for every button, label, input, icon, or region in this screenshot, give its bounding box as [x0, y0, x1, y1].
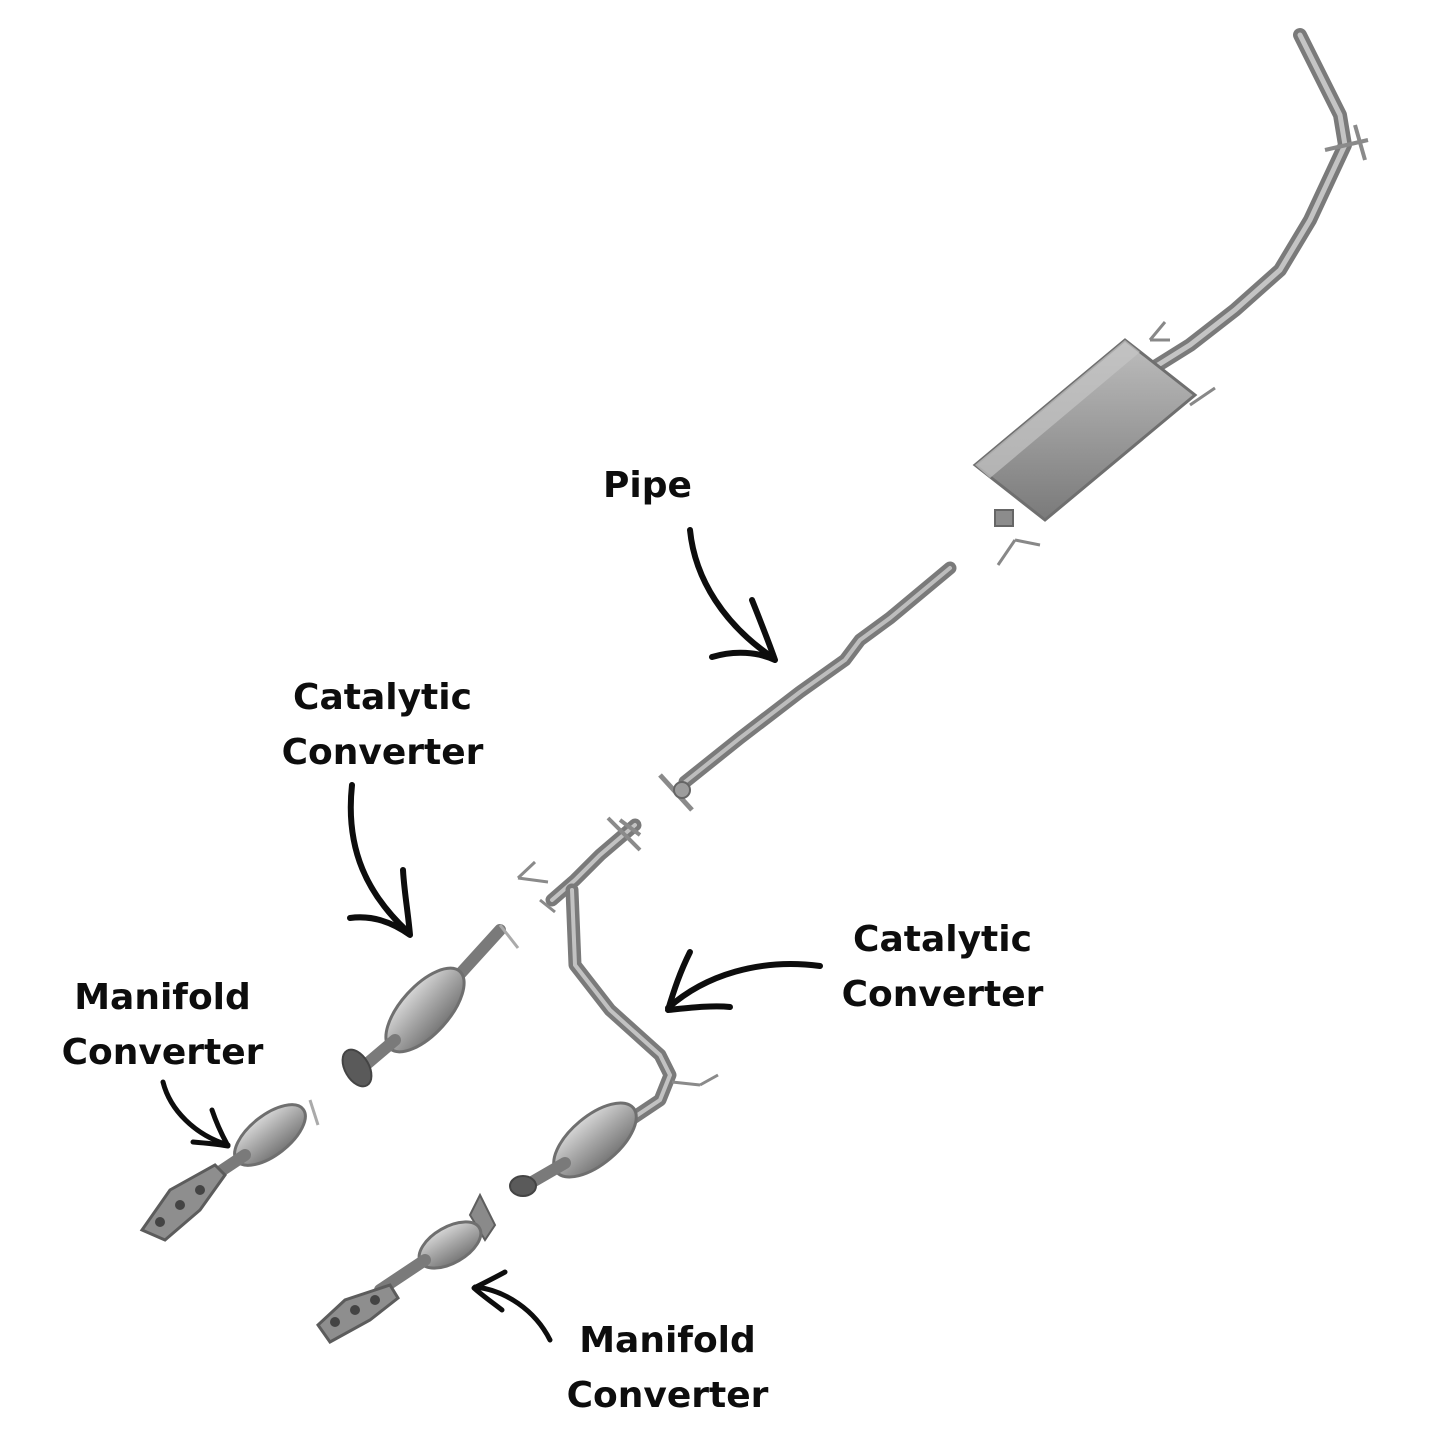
label-manifold-left-line1: Manifold — [74, 977, 251, 1018]
catalytic-converter-upper — [341, 924, 520, 1088]
y-pipe — [516, 816, 719, 1137]
arrow-manifold-bottom — [471, 1269, 553, 1343]
label-pipe: Pipe — [590, 458, 705, 513]
label-catalytic-converter-upper: Catalytic Converter — [270, 670, 495, 780]
label-pipe-line1: Pipe — [603, 465, 692, 506]
label-manifold-converter-bottom: Manifold Converter — [555, 1313, 780, 1423]
label-catalytic-right-line2: Converter — [841, 974, 1044, 1015]
arrow-catalytic-upper — [347, 782, 413, 938]
muffler — [972, 321, 1216, 566]
intermediate-pipe — [658, 561, 957, 812]
catalytic-converter-right — [509, 1101, 638, 1197]
label-manifold-left-line2: Converter — [61, 1032, 264, 1073]
label-catalytic-converter-right: Catalytic Converter — [830, 912, 1055, 1022]
label-manifold-converter-left: Manifold Converter — [50, 970, 275, 1080]
manifold-converter-left — [139, 1099, 320, 1242]
label-catalytic-upper-line1: Catalytic — [293, 677, 472, 718]
arrow-manifold-left — [160, 1079, 231, 1149]
arrow-pipe — [687, 527, 778, 663]
label-manifold-bottom-line1: Manifold — [579, 1320, 756, 1361]
arrow-catalytic-right — [665, 949, 823, 1013]
manifold-converter-bottom — [316, 1192, 497, 1344]
label-manifold-bottom-line2: Converter — [566, 1375, 769, 1416]
label-catalytic-right-line1: Catalytic — [853, 919, 1032, 960]
tailpipe — [1143, 28, 1369, 377]
label-catalytic-upper-line2: Converter — [281, 732, 484, 773]
